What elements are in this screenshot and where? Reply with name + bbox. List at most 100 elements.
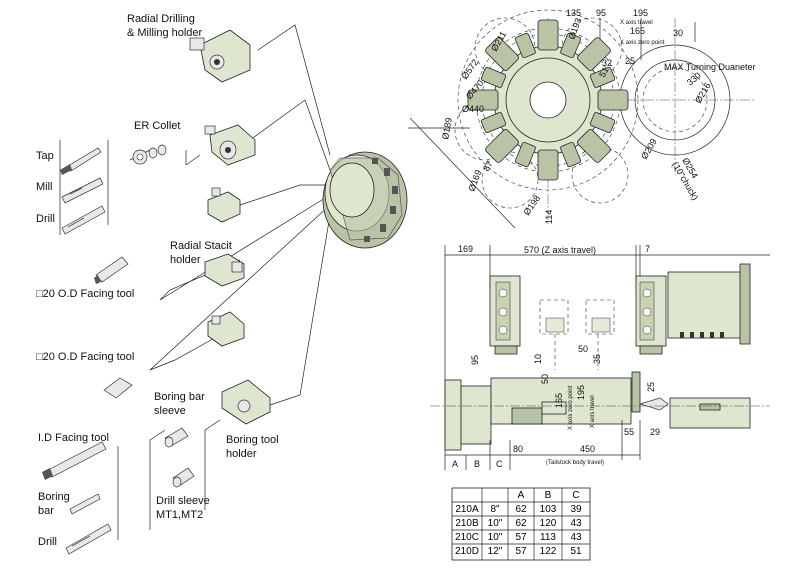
tap-tool — [60, 147, 102, 175]
side-dim-35: 35 — [592, 354, 602, 364]
side-dim-50b: 50 — [578, 344, 588, 354]
side-dim-A: A — [452, 459, 458, 469]
circle-chuck — [634, 59, 716, 141]
label-drill-sleeve-1: Drill sleeve — [156, 495, 210, 507]
table-cell: 62 — [515, 504, 527, 515]
spindle-chuck — [444, 377, 632, 451]
lathe-side-view: 169 570 (Z axis travel) 7 95 10 50 35 50… — [430, 244, 770, 470]
side-dim-95: 95 — [470, 355, 480, 365]
radial-static-holder-1 — [207, 187, 241, 223]
table-cell: 62 — [515, 518, 527, 529]
label-od-facing-1: □20 O.D Facing tool — [36, 288, 134, 300]
dim-x-travel: X axis travel — [620, 20, 653, 26]
dim-30: 30 — [673, 28, 683, 38]
dim-x-zero: X axis zero point — [620, 40, 665, 46]
od-facing-tool-2 — [103, 377, 133, 399]
drill-tool-top — [61, 205, 106, 235]
table-cell: 39 — [570, 504, 582, 515]
table-cell: 8" — [490, 504, 500, 515]
side-dim-C: C — [496, 459, 503, 469]
label-boring-sleeve-2: sleeve — [154, 405, 186, 417]
side-dim-7: 7 — [645, 244, 650, 254]
od-facing-holder — [207, 311, 245, 347]
circle-d209 — [642, 67, 708, 133]
label-max-turning: MAX Turning Duaneter — [664, 62, 756, 72]
side-dim-10: 10 — [533, 354, 543, 364]
table-cell: 210C — [455, 532, 479, 543]
label-tap: Tap — [36, 150, 54, 162]
turret-body — [467, 19, 629, 181]
side-dim-50a: 50 — [540, 374, 550, 384]
table-cell: 113 — [540, 532, 556, 543]
table-cell: 120 — [540, 518, 557, 529]
dim-114: 114 — [544, 210, 554, 224]
turret-right — [635, 275, 667, 355]
table-header-cell: C — [572, 490, 579, 501]
table-cell: 210A — [455, 504, 479, 515]
label-boring-bar-1: Boring — [38, 491, 70, 503]
circle-d572 — [457, 9, 639, 191]
table-header-cell: B — [545, 490, 552, 501]
dim-209: Ø209 — [639, 137, 659, 161]
table-cell: 43 — [570, 532, 582, 543]
table-cells: A B C 210A 8" 62 103 39 210B 10" 62 120 43 210C 10" 57 1… — [455, 490, 582, 557]
label-er-collet: ER Collet — [134, 120, 180, 132]
boring-bar-sleeve — [164, 427, 189, 448]
label-boring-holder-1: Boring tool — [226, 434, 279, 446]
dim-193: Ø193 — [566, 17, 583, 41]
side-dim-x-travel: X axis travel — [590, 395, 596, 428]
table-header-cell: A — [518, 490, 525, 501]
er-collet-holder — [204, 124, 256, 166]
dimension-table: A B C 210A 8" 62 103 39 210B 10" 62 120 43 210C 10" 57 1… — [451, 487, 591, 561]
dim-216: Ø216 — [693, 81, 713, 105]
label-drill-sleeve-2: MT1,MT2 — [156, 509, 203, 521]
turret-disc — [322, 151, 408, 249]
side-dim-165: 165 — [554, 393, 564, 408]
dim-95: 95 — [596, 8, 606, 18]
label-boring-sleeve-1: Boring bar — [154, 391, 205, 403]
dim-169: Ø169 — [466, 169, 483, 193]
dim-25: 25 — [625, 56, 635, 66]
side-dim-29: 29 — [650, 427, 660, 437]
boring-bar-tool — [69, 493, 101, 515]
dim-440: Ø440 — [462, 104, 484, 114]
label-drill-bottom: Drill — [38, 536, 57, 548]
side-dim-x-zero: X axis zero point — [568, 385, 574, 430]
side-dim-z-travel: 570 (Z axis travel) — [524, 245, 596, 255]
table-cell: 10" — [488, 532, 503, 543]
tooling-diagram: Radial Drilling & Milling holder ER Coll… — [36, 13, 408, 555]
table-cell: 43 — [570, 518, 582, 529]
side-dim-55: 55 — [624, 427, 634, 437]
table-cell: 103 — [540, 504, 557, 515]
label-boring-holder-2: holder — [226, 448, 257, 460]
drill-sleeve — [172, 467, 195, 488]
label-radial-drilling-1: Radial Drilling — [127, 13, 195, 25]
table-cell: 57 — [515, 546, 527, 557]
turret-front-view: 135 95 195 X axis travel 165 X axis zero… — [408, 8, 756, 229]
radial-static-holder-2 — [204, 253, 245, 287]
connector-lines — [59, 24, 331, 540]
label-drill-top: Drill — [36, 213, 55, 225]
label-id-facing: I.D Facing tool — [38, 432, 109, 444]
tailstock — [631, 371, 751, 429]
dim-51: 51 — [597, 65, 611, 79]
dim-87: 87 — [481, 159, 495, 173]
boring-tool-holder — [221, 379, 271, 425]
label-boring-bar-2: bar — [38, 505, 54, 517]
dim-165: 165 — [630, 26, 645, 36]
side-dim-tailstock: (Tailstock body travel) — [546, 460, 604, 466]
table-cell: 12" — [488, 546, 503, 557]
tool-position-dashed — [539, 299, 615, 370]
table-cell: 51 — [570, 546, 582, 557]
table-cell: 210B — [455, 518, 479, 529]
dim-198: Ø198 — [521, 193, 542, 217]
turret-left — [489, 275, 521, 355]
table-cell: 10" — [488, 518, 503, 529]
dim-330: 330 — [685, 70, 703, 87]
drill-tool-bottom — [65, 523, 112, 555]
table-cell: 210D — [455, 546, 479, 557]
label-radial-static-2: holder — [170, 254, 201, 266]
id-facing-tool — [42, 441, 107, 480]
er-collet-parts — [132, 144, 167, 165]
table-cell: 57 — [515, 532, 527, 543]
